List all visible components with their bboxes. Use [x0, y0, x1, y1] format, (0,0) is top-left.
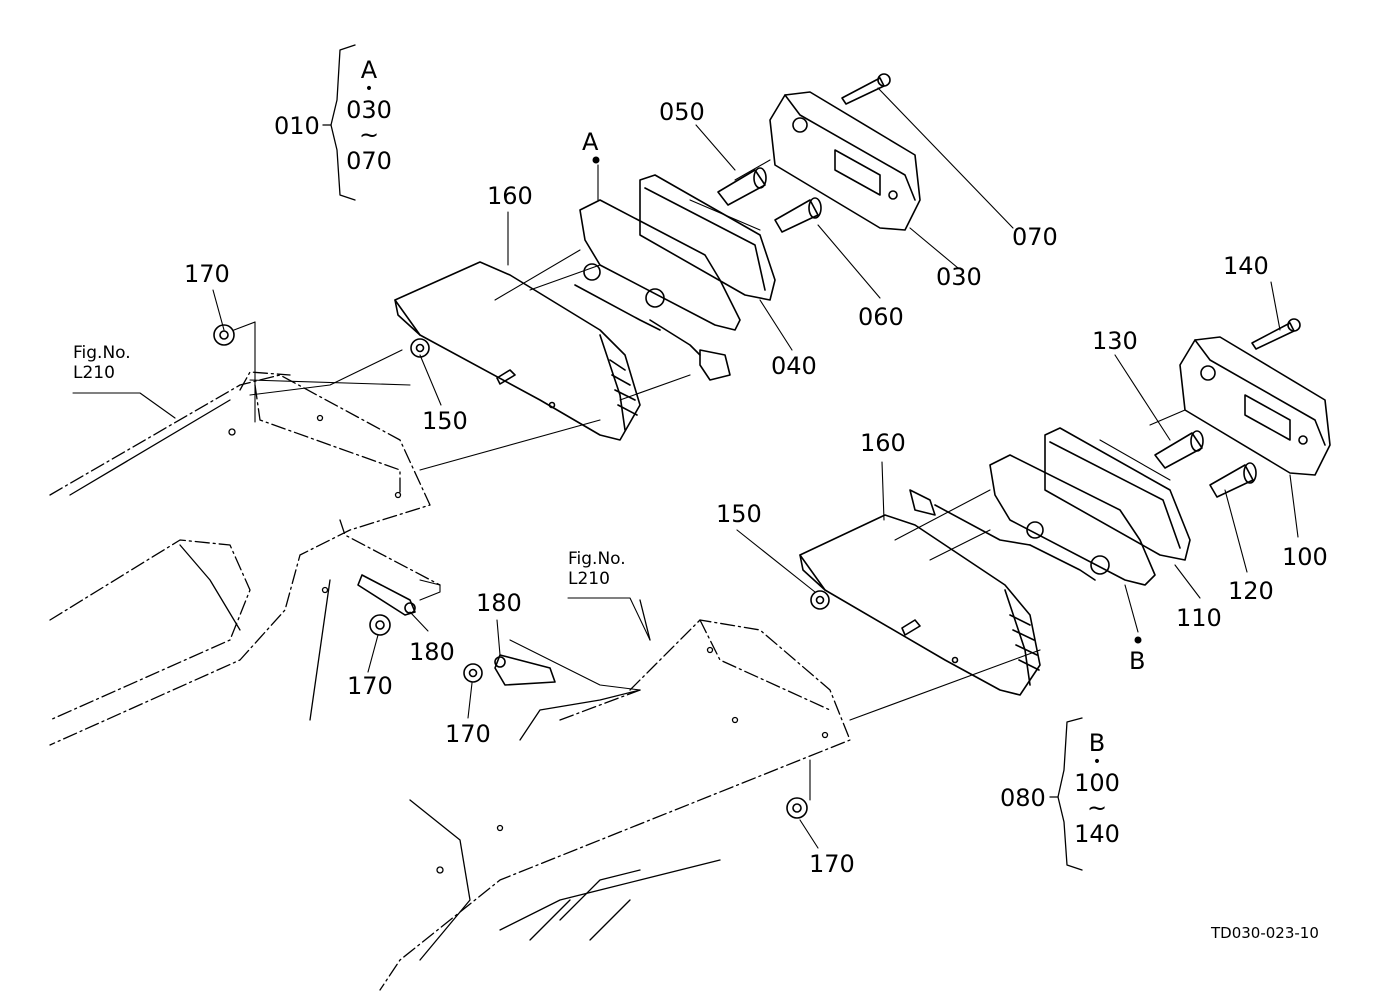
group-080-dot: •: [1092, 754, 1102, 770]
callout-180-right: 180: [476, 589, 522, 617]
group-080-range-tilde: ~: [1086, 793, 1108, 822]
callout-050: 050: [659, 98, 705, 126]
callout-110: 110: [1176, 604, 1222, 632]
upper-bulbs-050-060: [717, 167, 822, 233]
figure-reference-upper-line2: L210: [73, 362, 115, 383]
callout-040: 040: [771, 352, 817, 380]
callout-060: 060: [858, 303, 904, 331]
lower-fender-edges: [409, 599, 829, 961]
callout-170-middle: 170: [445, 720, 491, 748]
callout-160-upper: 160: [487, 182, 533, 210]
figure-reference-upper-line1: Fig.No.: [73, 343, 131, 363]
group-010-dot: •: [364, 81, 374, 97]
callout-100: 100: [1282, 543, 1328, 571]
group-brackets: [322, 44, 1083, 871]
reference-letter-b: B: [1129, 647, 1146, 675]
callout-130: 130: [1092, 327, 1138, 355]
upper-screw-070: [841, 73, 891, 105]
callout-120: 120: [1228, 577, 1274, 605]
upper-lamp-housing-040-gasket: [574, 174, 776, 381]
callout-leaders: [72, 87, 1299, 849]
callout-030: 030: [936, 263, 982, 291]
reference-dots: [592, 156, 1142, 644]
callout-150-upper: 150: [422, 407, 468, 435]
callout-170-upper: 170: [184, 260, 230, 288]
figure-reference-lower-line2: L210: [568, 568, 610, 589]
callout-160-lower: 160: [860, 429, 906, 457]
figure-reference-upper: Fig.No. L210: [73, 343, 131, 383]
group-080-ref: B: [1088, 729, 1106, 757]
lower-lamp-lens-100: [1179, 336, 1331, 476]
figure-reference-lower: Fig.No. L210: [568, 549, 626, 589]
upper-lamp-lens-030: [769, 91, 921, 231]
lower-lamp-cover-160: [799, 514, 1041, 696]
lower-lamp-housing-110-gasket: [909, 427, 1191, 586]
lower-nuts-150-170: [369, 590, 830, 819]
group-010-range-tilde: ~: [358, 120, 380, 149]
reference-letter-a: A: [582, 128, 599, 156]
upper-lamp-cover-160: [394, 261, 641, 441]
callout-150-lower: 150: [716, 500, 762, 528]
group-010-label: 010: [274, 112, 320, 140]
drawing-number: TD030-023-10: [1211, 924, 1319, 942]
group-080-label: 080: [1000, 784, 1046, 812]
upper-nuts-150-170: [213, 324, 430, 358]
lower-bulbs-120-130: [1154, 430, 1257, 498]
callout-070: 070: [1012, 223, 1058, 251]
upper-fender-edges: [69, 399, 402, 721]
group-010-to: 070: [346, 147, 392, 176]
lower-screw-140: [1251, 318, 1301, 350]
group-010-ref: A: [360, 56, 378, 84]
lower-fender-body: [379, 619, 851, 991]
callout-140: 140: [1223, 252, 1269, 280]
group-080-from: 100: [1074, 768, 1120, 797]
figure-reference-lower-line1: Fig.No.: [568, 549, 626, 569]
group-010-from: 030: [346, 95, 392, 124]
clamps-180: [357, 574, 556, 686]
assembly-lines: [233, 159, 1186, 801]
callout-170-left: 170: [347, 672, 393, 700]
callout-170-right: 170: [809, 850, 855, 878]
group-010-contents: A • 030 ~ 070: [342, 55, 396, 176]
callout-180-left: 180: [409, 638, 455, 666]
group-080-contents: B • 100 ~ 140: [1070, 728, 1124, 849]
group-080-to: 140: [1074, 820, 1120, 849]
